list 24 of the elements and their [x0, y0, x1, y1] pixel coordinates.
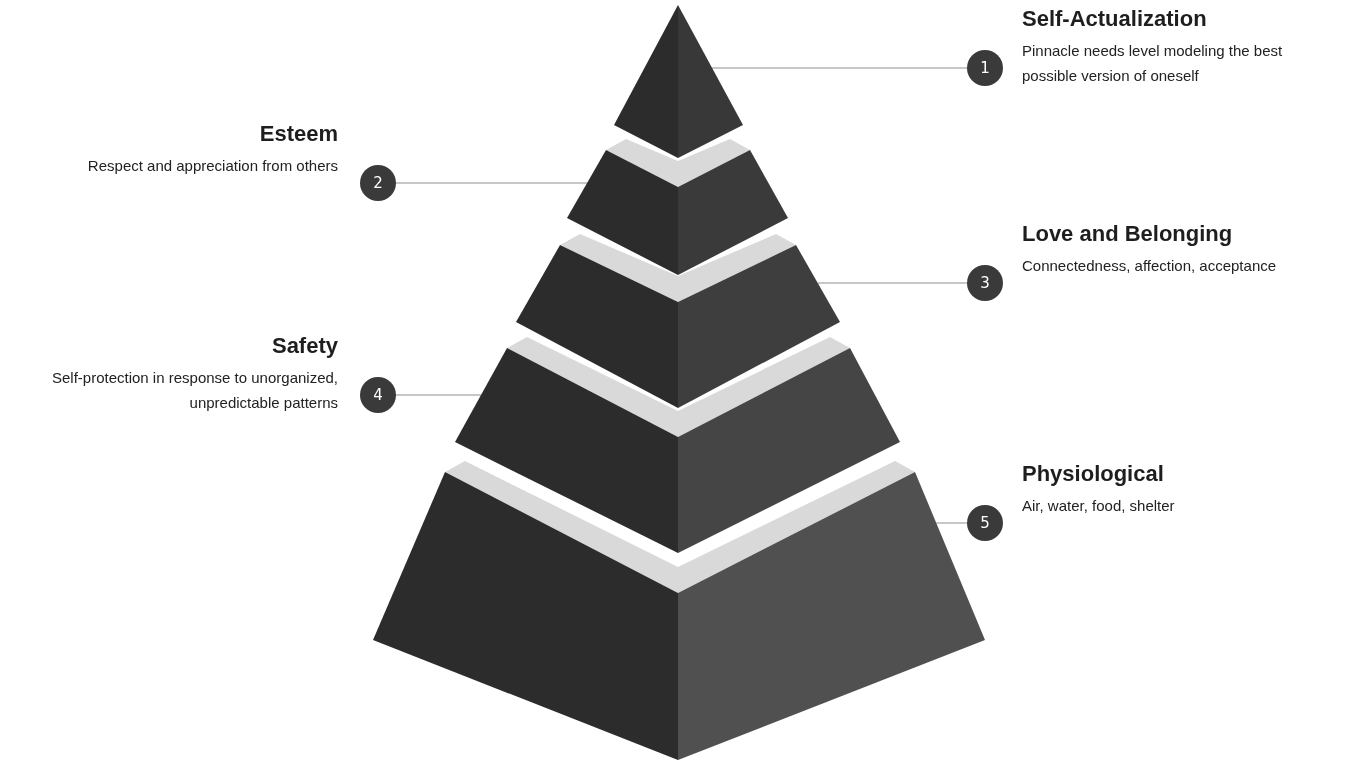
number-circle: 4 [360, 377, 396, 413]
leader-line [711, 67, 968, 69]
number-circle: 3 [967, 265, 1003, 301]
level-title: Self-Actualization [1022, 6, 1208, 32]
number-circle: 1 [967, 50, 1003, 86]
pyramid-tier [567, 139, 788, 275]
number-circle: 5 [967, 505, 1003, 541]
level-description: Respect and appreciation from others [86, 156, 338, 176]
leader-line [395, 182, 588, 184]
level-description: Pinnacle needs level modeling the best possible version of oneself [1022, 41, 1284, 86]
level-title: Love and Belonging [1022, 221, 1234, 247]
leader-line [816, 282, 968, 284]
level-description: Connectedness, affection, acceptance [1022, 256, 1278, 276]
level-description: Air, water, food, shelter [1022, 496, 1176, 516]
number-circle: 2 [360, 165, 396, 201]
level-title: Esteem [258, 121, 338, 147]
level-description: Self-protection in response to unorganized, unpredictable patterns [51, 368, 338, 413]
pyramid-tier [455, 337, 900, 553]
level-title: Physiological [1022, 461, 1165, 487]
pyramid-tier [614, 5, 743, 158]
leader-line [395, 394, 482, 396]
pyramid-tier [516, 234, 840, 408]
level-title: Safety [270, 333, 338, 359]
leader-line [935, 522, 968, 524]
